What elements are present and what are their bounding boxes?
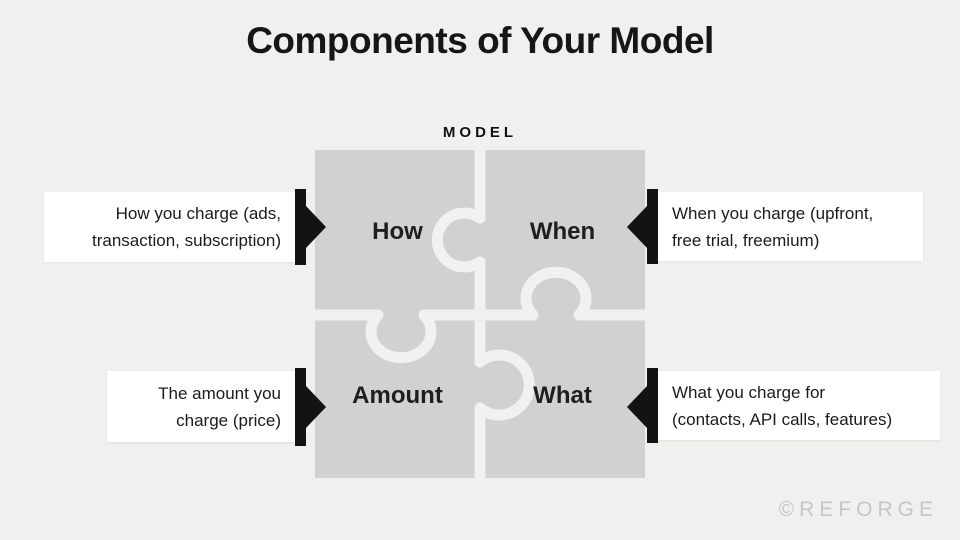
callout-amount: The amount you charge (price): [107, 371, 295, 442]
callout-how-line2: transaction, subscription): [92, 231, 281, 250]
callout-when-bar: [647, 189, 658, 264]
callout-what-bar: [647, 368, 658, 443]
callout-when: When you charge (upfront, free trial, fr…: [655, 192, 923, 261]
puzzle-pieces-graphic: [315, 150, 645, 478]
callout-amount-line2: charge (price): [176, 410, 281, 430]
callout-what-line2: (contacts, API calls, features): [672, 409, 893, 429]
callout-when-line1: When you charge (upfront,: [672, 203, 874, 223]
callout-how-bar: [295, 189, 306, 265]
callout-what-arrow-icon: [627, 386, 647, 428]
puzzle-diagram: How When Amount What: [315, 150, 645, 478]
callout-amount-line1: The amount you: [158, 383, 281, 403]
callout-when-arrow-icon: [627, 206, 647, 248]
callout-amount-arrow-icon: [306, 386, 326, 428]
page-title: Components of Your Model: [246, 20, 714, 61]
callout-how: How you charge (ads, transaction, subscr…: [44, 192, 295, 262]
model-label: MODEL: [442, 124, 518, 141]
callout-what: What you charge for (contacts, API calls…: [655, 371, 940, 440]
callout-how-arrow-icon: [306, 206, 326, 248]
reforge-watermark: ©REFORGE: [778, 498, 938, 521]
callout-what-line1: What you charge for: [672, 382, 826, 402]
callout-how-line1: How you charge (ads,: [115, 204, 281, 223]
callout-amount-bar: [295, 368, 306, 446]
callout-when-line2: free trial, freemium): [672, 230, 820, 250]
